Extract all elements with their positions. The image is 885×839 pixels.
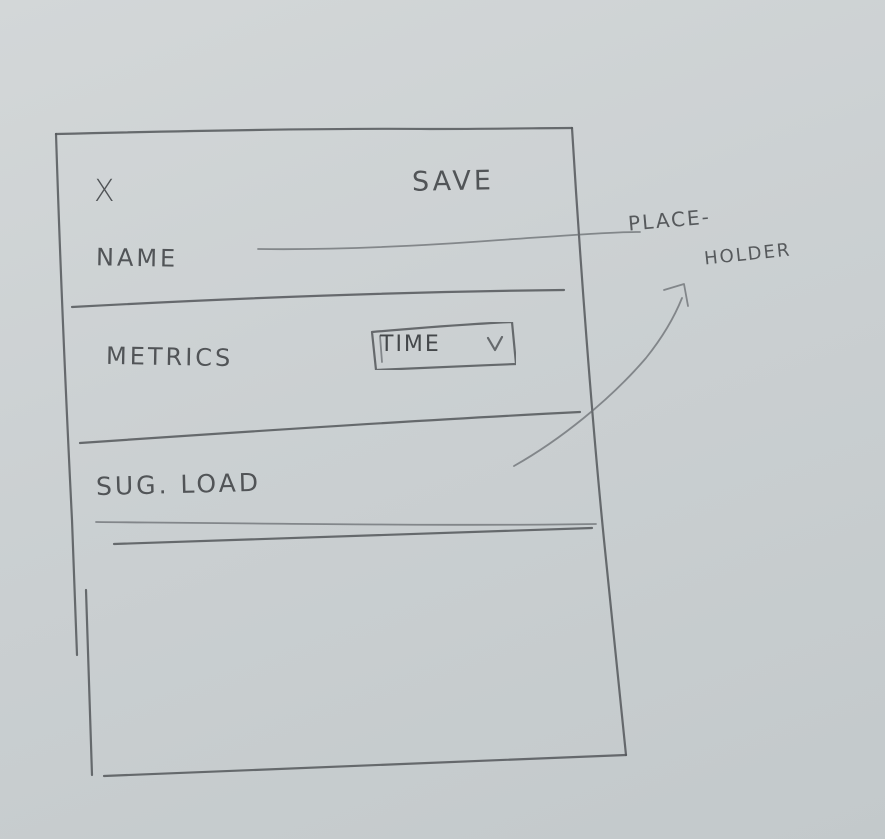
panel-bottom-border: [102, 753, 628, 778]
annotation-line-2: HOLDER: [703, 239, 793, 270]
close-button[interactable]: X: [94, 174, 118, 209]
arrow-icon: [513, 297, 683, 467]
section-divider: [70, 288, 566, 309]
arrow-head: [663, 283, 689, 307]
section-divider: [112, 526, 594, 546]
section-divider: [95, 521, 597, 526]
placeholder-annotation: PLACE- HOLDER: [627, 194, 858, 284]
chevron-down-icon: [486, 336, 504, 352]
close-icon: X: [94, 174, 118, 209]
metrics-label: METRICS: [105, 341, 234, 373]
metrics-select-value: TIME: [380, 332, 441, 357]
panel-left-border: [54, 132, 79, 657]
name-label: NAME: [95, 243, 179, 273]
save-button[interactable]: SAVE: [411, 165, 495, 198]
panel-right-border: [570, 126, 628, 757]
sug-load-label: SUG. LOAD: [95, 467, 262, 502]
panel-left-border-lower: [84, 588, 94, 777]
name-input[interactable]: [256, 228, 570, 260]
metrics-select[interactable]: TIME: [368, 322, 516, 370]
annotation-line-1: PLACE-: [627, 204, 712, 236]
section-divider: [78, 410, 582, 445]
dropdown-box: [370, 322, 516, 370]
panel-top-border: [54, 126, 574, 136]
